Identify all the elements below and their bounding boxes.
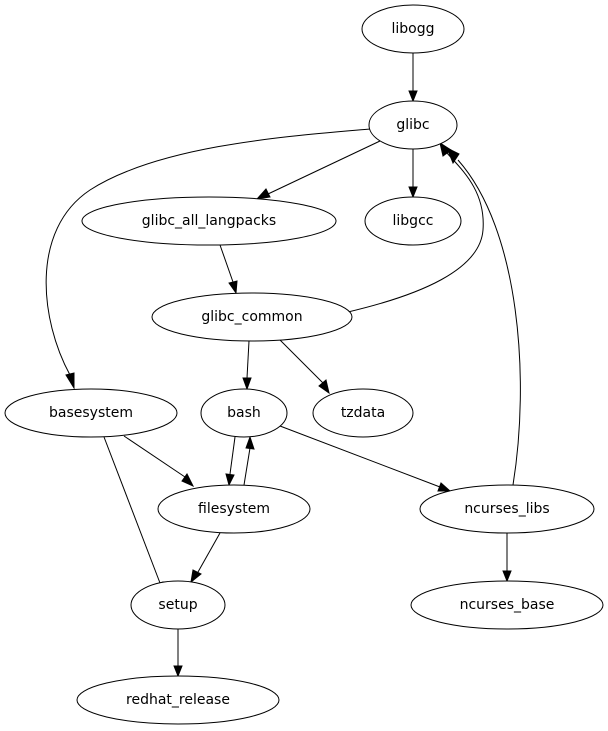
- node-label: setup: [158, 597, 197, 613]
- edge-glibc-common-to-bash: [242, 340, 252, 391]
- arrowhead-icon: [65, 372, 75, 390]
- node-shape: [76, 675, 280, 725]
- node-label: ncurses_libs: [464, 501, 549, 517]
- node-redhat-release[interactable]: redhat_release: [76, 675, 280, 725]
- arrowhead-icon: [181, 473, 195, 488]
- node-label: tzdata: [341, 405, 385, 421]
- arrowhead-icon: [225, 473, 235, 487]
- edge-line: [45, 128, 371, 376]
- edge-glibc-to-glibc-all-langpacks: [255, 140, 381, 200]
- node-shape: [419, 484, 595, 534]
- node-filesystem[interactable]: filesystem: [157, 484, 311, 534]
- node-bash[interactable]: bash: [200, 388, 288, 438]
- edge-glibc-to-basesystem: [45, 128, 371, 390]
- edge-line: [267, 140, 381, 195]
- arrowhead-icon: [439, 141, 452, 157]
- node-shape: [4, 388, 178, 438]
- arrowhead-icon: [318, 379, 330, 395]
- arrowhead-icon: [242, 377, 252, 391]
- node-shape: [361, 4, 465, 54]
- node-shape: [151, 292, 353, 342]
- node-shape: [157, 484, 311, 534]
- edges-layer: [45, 53, 521, 678]
- node-label: basesystem: [49, 405, 133, 421]
- node-ncurses-base[interactable]: ncurses_base: [410, 580, 604, 630]
- edge-bash-to-filesystem: [225, 436, 236, 487]
- edge-basesystem-to-setup: [103, 436, 165, 597]
- node-label: libgcc: [393, 213, 434, 229]
- arrowhead-icon: [173, 665, 183, 678]
- edge-line: [229, 436, 236, 475]
- node-label: redhat_release: [126, 692, 230, 708]
- edge-glibc-common-to-tzdata: [279, 339, 330, 395]
- arrowhead-icon: [408, 90, 418, 103]
- edge-libogg-to-glibc: [408, 53, 418, 103]
- node-shape: [410, 580, 604, 630]
- arrowhead-icon: [228, 280, 238, 295]
- node-label: ncurses_base: [460, 597, 555, 613]
- arrowhead-icon: [437, 482, 452, 492]
- node-shape: [81, 196, 337, 246]
- node-tzdata[interactable]: tzdata: [312, 388, 414, 438]
- node-label: filesystem: [198, 501, 270, 517]
- arrowhead-icon: [255, 188, 271, 200]
- edge-line: [123, 435, 186, 478]
- node-ncurses-libs[interactable]: ncurses_libs: [419, 484, 595, 534]
- node-shape: [368, 100, 458, 150]
- node-basesystem[interactable]: basesystem: [4, 388, 178, 438]
- edge-line: [279, 425, 441, 488]
- node-label: bash: [227, 405, 261, 421]
- node-glibc-all-langpacks[interactable]: glibc_all_langpacks: [81, 196, 337, 246]
- edge-line: [103, 436, 161, 584]
- edge-filesystem-to-bash: [243, 435, 255, 486]
- arrowhead-icon: [408, 186, 418, 199]
- arrowhead-icon: [190, 569, 202, 584]
- arrowhead-icon: [245, 435, 255, 450]
- edge-line: [457, 159, 521, 486]
- edge-basesystem-to-filesystem: [123, 435, 195, 488]
- node-glibc-common[interactable]: glibc_common: [151, 292, 353, 342]
- edge-ncurses-libs-to-ncurses-base: [502, 533, 512, 583]
- node-label: glibc: [396, 117, 429, 133]
- node-label: libogg: [391, 21, 434, 37]
- edge-line: [279, 339, 324, 384]
- node-label: glibc_common: [201, 309, 302, 325]
- node-glibc[interactable]: glibc: [368, 100, 458, 150]
- edge-glibc-common-to-glibc: [347, 141, 484, 313]
- node-label: glibc_all_langpacks: [142, 213, 276, 229]
- arrowhead-icon: [446, 146, 460, 165]
- node-shape: [312, 388, 414, 438]
- edge-glibc-to-libgcc: [408, 149, 418, 199]
- nodes-layer: libogg glibc glibc_all_langpacks libgcc glib…: [4, 4, 604, 725]
- edge-line: [243, 447, 251, 486]
- node-shape: [200, 388, 288, 438]
- node-shape: [130, 580, 226, 630]
- node-setup[interactable]: setup: [130, 580, 226, 630]
- edge-setup-to-redhat-release: [173, 629, 183, 678]
- edge-glibc-all-langpacks-to-glibc-common: [219, 244, 238, 295]
- edge-line: [246, 340, 250, 379]
- edge-bash-to-ncurses-libs: [279, 425, 452, 492]
- arrowhead-icon: [502, 570, 512, 583]
- node-libogg[interactable]: libogg: [361, 4, 465, 54]
- node-shape: [364, 196, 462, 246]
- edge-line: [197, 532, 221, 573]
- edge-ncurses-libs-to-glibc: [446, 146, 521, 486]
- edge-line: [219, 244, 234, 283]
- node-libgcc[interactable]: libgcc: [364, 196, 462, 246]
- edge-line: [347, 152, 484, 313]
- edge-filesystem-to-setup: [190, 532, 221, 584]
